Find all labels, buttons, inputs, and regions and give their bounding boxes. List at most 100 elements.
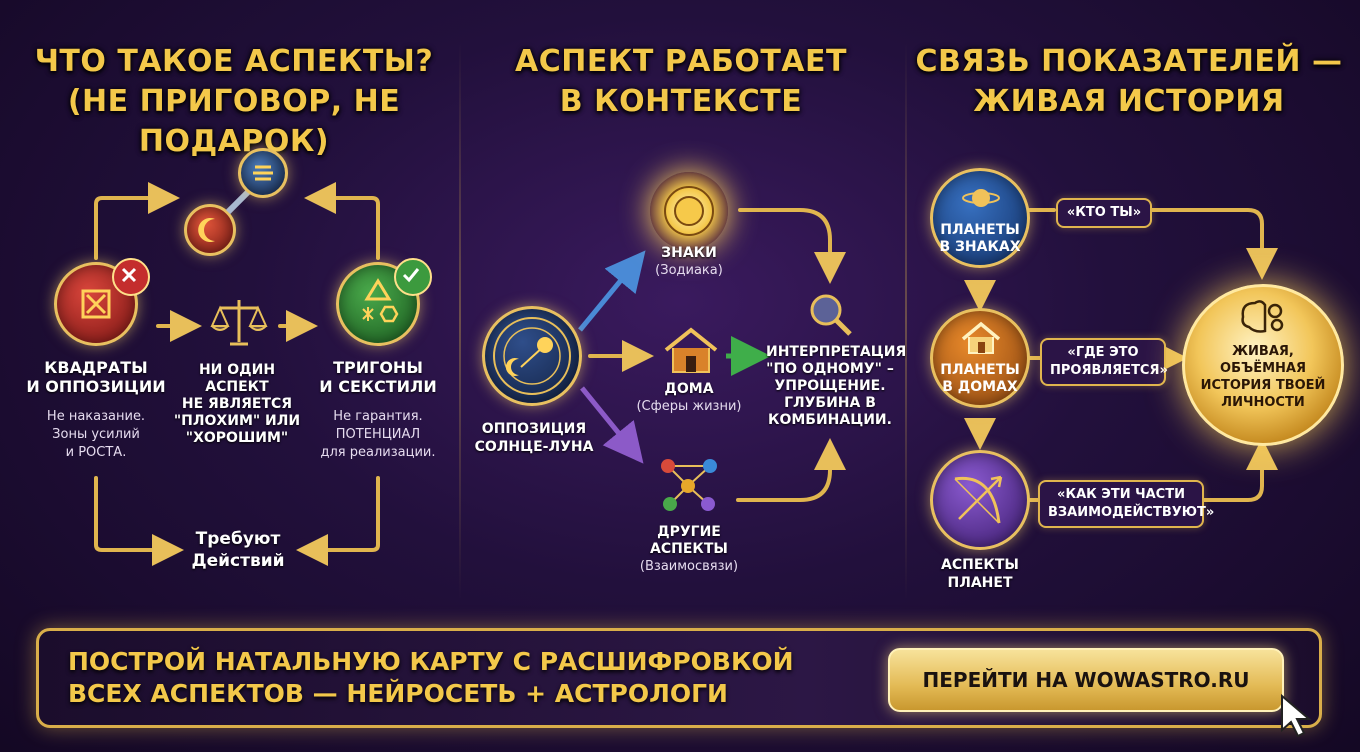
x-square-icon (81, 289, 111, 319)
left-text-line3: и РОСТА. (65, 445, 127, 460)
arrow-line (580, 386, 644, 464)
bow-arrow-icon (954, 475, 1003, 524)
section3-title-line1: СВЯЗЬ ПОКАЗАТЕЛЕЙ — (915, 44, 1343, 79)
arrow-line (1148, 208, 1278, 280)
saturn-icon (238, 148, 288, 198)
zodiac-wheel-icon (482, 306, 582, 406)
triangle-icon (362, 278, 399, 323)
interpretation-text: ИНТЕРПРЕТАЦИЯ "ПО ОДНОМУ" – УПРОЩЕНИЕ. Г… (766, 344, 907, 429)
planets-in-houses-circle: ПЛАНЕТЫ В ДОМАХ (930, 308, 1030, 408)
other-line1: ДРУГИЕ (657, 524, 721, 540)
right-heading-line1: ТРИГОНЫ (333, 358, 423, 377)
left-text-line1: Не наказание. (46, 409, 146, 424)
aspects-line1: АСПЕКТЫ (941, 557, 1019, 573)
other-aspects-label: ДРУГИЕ АСПЕКТЫ (630, 524, 748, 558)
signs-label: ЗНАКИ (661, 245, 717, 261)
arrow-line (94, 182, 180, 260)
center-line4: "ПЛОХИМ" ИЛИ (173, 413, 301, 429)
footer-line1: ПОСТРОЙ НАТАЛЬНУЮ КАРТУ С РАСШИФРОВКОЙ (68, 647, 794, 676)
other-sub: (Взаимосвязи) (639, 559, 739, 574)
left-text: Не наказание. Зоны усилий и РОСТА. (26, 408, 166, 462)
houses-sub: (Сферы жизни) (636, 399, 742, 414)
result-line3: ИСТОРИЯ ТВОЕЙ (1200, 378, 1326, 393)
interp-line1: ИНТЕРПРЕТАЦИЯ (766, 344, 907, 360)
section1-title-line2: (НЕ ПРИГОВОР, НЕ ПОДАРОК) (67, 84, 401, 159)
footer-text: ПОСТРОЙ НАТАЛЬНУЮ КАРТУ С РАСШИФРОВКОЙ В… (68, 646, 868, 710)
left-heading-line2: И ОППОЗИЦИИ (26, 377, 166, 396)
arrow-line (296, 476, 380, 566)
planets-network-icon (661, 459, 717, 511)
require-action: Требуют Действий (176, 528, 300, 572)
source-line2: СОЛНЦЕ-ЛУНА (474, 439, 594, 455)
planets-houses-line1: ПЛАНЕТЫ (940, 362, 1020, 378)
planets-houses-line2: В ДОМАХ (942, 379, 1018, 395)
cross-badge-icon (112, 258, 150, 296)
pill-where-line2: ПРОЯВЛЯЕТСЯ» (1050, 363, 1168, 378)
footer-line2: ВСЕХ АСПЕКТОВ — НЕЙРОСЕТЬ + АСТРОЛОГИ (68, 679, 728, 708)
center-line1: НИ ОДИН (198, 362, 276, 378)
interp-line5: КОМБИНАЦИИ. (768, 412, 892, 428)
divider (459, 40, 461, 600)
arrow-line (738, 208, 846, 284)
source-label: ОППОЗИЦИЯ СОЛНЦЕ-ЛУНА (474, 420, 594, 456)
section2-title-line2: В КОНТЕКСТЕ (559, 84, 803, 119)
pill-how-line2: ВЗАИМОДЕЙСТВУЮТ» (1048, 505, 1215, 520)
check-badge-icon (394, 258, 432, 296)
pill-how-line1: «КАК ЭТИ ЧАСТИ (1057, 487, 1185, 502)
sun-icon (650, 172, 728, 250)
cta-button[interactable]: ПЕРЕЙТИ НА WOWASTRO.RU (888, 648, 1284, 712)
aspects-label: АСПЕКТЫ ПЛАНЕТ (920, 556, 1040, 592)
require-action-line1: Требуют (195, 529, 281, 549)
house-icon (664, 327, 718, 373)
right-text: Не гарантия. ПОТЕНЦИАЛ для реализации. (308, 408, 448, 462)
signs-sub: (Зодиака) (655, 263, 723, 278)
right-heading-line2: И СЕКСТИЛИ (319, 377, 437, 396)
other-line2: АСПЕКТЫ (650, 541, 728, 557)
result-circle: ЖИВАЯ, ОБЪЁМНАЯ ИСТОРИЯ ТВОЕЙ ЛИЧНОСТИ (1182, 284, 1344, 446)
right-text-line3: для реализации. (320, 445, 436, 460)
result-line4: ЛИЧНОСТИ (1221, 395, 1305, 410)
left-heading-line1: КВАДРАТЫ (44, 358, 148, 377)
house-icon (961, 321, 1001, 354)
right-text-line1: Не гарантия. (333, 409, 423, 424)
arrow-line (1198, 438, 1278, 502)
planet-ring-icon (962, 189, 1000, 207)
arrow-line (578, 250, 646, 332)
scales-icon (210, 300, 268, 346)
center-line2: АСПЕКТ (205, 379, 269, 395)
moon-icon (184, 204, 236, 256)
center-line5: "ХОРОШИМ" (185, 430, 289, 446)
cursor-icon (1281, 693, 1312, 738)
pill-how: «КАК ЭТИ ЧАСТИ ВЗАИМОДЕЙСТВУЮТ» (1038, 480, 1215, 528)
left-heading: КВАДРАТЫ И ОППОЗИЦИИ (26, 358, 166, 396)
result-line1: ЖИВАЯ, (1232, 344, 1294, 359)
interp-line3: УПРОЩЕНИЕ. (774, 378, 886, 394)
interp-line4: ГЛУБИНА В (784, 395, 876, 411)
section3-title-line2: ЖИВАЯ ИСТОРИЯ (973, 84, 1285, 119)
planets-signs-line1: ПЛАНЕТЫ (940, 222, 1020, 238)
require-action-line2: Действий (191, 551, 285, 571)
source-line1: ОППОЗИЦИЯ (481, 421, 587, 437)
section2-title-line1: АСПЕКТ РАБОТАЕТ (515, 44, 847, 79)
pill-where-line1: «ГДЕ ЭТО (1067, 345, 1139, 360)
planets-signs-line2: В ЗНАКАХ (939, 239, 1021, 255)
right-text-line2: ПОТЕНЦИАЛ (335, 427, 421, 442)
arrow-line (304, 182, 380, 260)
houses-label: ДОМА (664, 381, 714, 397)
aspects-circle (930, 450, 1030, 550)
brain-gears-icon (1241, 300, 1284, 333)
arrow-line (736, 438, 846, 502)
result-line2: ОБЪЁМНАЯ (1220, 361, 1306, 376)
arrow-line (94, 476, 184, 566)
divider (905, 40, 907, 600)
section1-title-line1: ЧТО ТАКОЕ АСПЕКТЫ? (34, 44, 434, 79)
pill-who: «КТО ТЫ» (1056, 198, 1152, 228)
aspects-line2: ПЛАНЕТ (947, 575, 1013, 591)
center-statement: НИ ОДИН АСПЕКТ НЕ ЯВЛЯЕТСЯ "ПЛОХИМ" ИЛИ … (172, 362, 302, 447)
interp-line2: "ПО ОДНОМУ" – (766, 361, 894, 377)
center-line3: НЕ ЯВЛЯЕТСЯ (181, 396, 293, 412)
magnifier-icon (810, 294, 852, 336)
left-text-line2: Зоны усилий (52, 427, 140, 442)
